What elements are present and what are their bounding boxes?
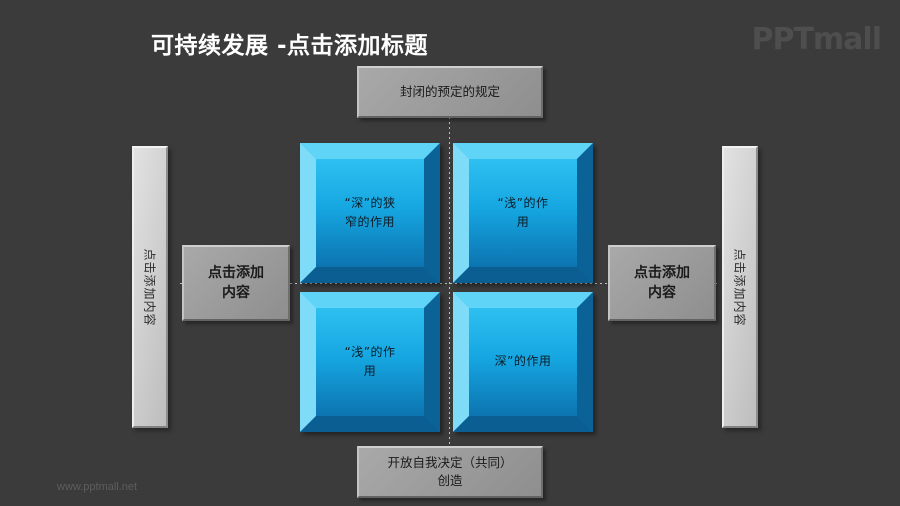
cube-top-edge (453, 292, 593, 308)
cube-edges (300, 292, 440, 432)
cube-right-edge (577, 292, 593, 432)
cube-bottom-edge (300, 267, 440, 283)
cube-bottom-edge (453, 416, 593, 432)
quadrant-bottom-right-label: 深”的作用 (475, 292, 571, 432)
cube-left-edge (300, 143, 316, 283)
cube-bottom-edge (300, 416, 440, 432)
cube-left-edge (453, 143, 469, 283)
quadrant-tl-line2: 窄的作用 (344, 215, 395, 229)
cube-top-edge (300, 143, 440, 159)
cube-face (469, 159, 577, 267)
cube-right-edge (424, 143, 440, 283)
quadrant-br-line1: 深”的作用 (494, 354, 552, 369)
quadrant-top-left-label: “深”的狭 窄的作用 (322, 143, 418, 283)
vertical-divider-line (449, 92, 450, 467)
cube-bottom-edge (453, 267, 593, 283)
quadrant-top-left[interactable]: “深”的狭 窄的作用 (300, 143, 440, 283)
right-content-box[interactable]: 点击添加 内容 (608, 245, 716, 321)
bottom-label-line1: 开放自我决定（共同） (387, 454, 513, 470)
bottom-label-box[interactable]: 开放自我决定（共同） 创造 (357, 446, 543, 498)
left-content-line1: 点击添加 (208, 264, 264, 281)
quadrant-tr-line1: “浅”的作 (497, 195, 549, 210)
quadrant-bl-line1: “浅”的作 (344, 344, 396, 359)
right-content-line1: 点击添加 (634, 264, 690, 281)
quadrant-bl-line2: 用 (363, 364, 377, 378)
cube-top-edge (300, 292, 440, 308)
cube-face (469, 308, 577, 416)
left-vertical-bar-label: 点击添加内容 (142, 247, 157, 327)
quadrant-bottom-right[interactable]: 深”的作用 (453, 292, 593, 432)
page-title: 可持续发展 -点击添加标题 (151, 33, 429, 59)
right-vertical-bar-label: 点击添加内容 (732, 247, 747, 327)
quadrant-tl-line1: “深”的狭 (344, 195, 396, 210)
quadrant-tr-line2: 用 (516, 215, 530, 229)
left-content-line2: 内容 (222, 285, 250, 301)
cube-right-edge (424, 292, 440, 432)
top-label-box[interactable]: 封闭的预定的规定 (357, 66, 543, 118)
cube-edges (453, 292, 593, 432)
cube-face (316, 159, 424, 267)
quadrant-bottom-left[interactable]: “浅”的作 用 (300, 292, 440, 432)
cube-left-edge (453, 292, 469, 432)
brand-logo: PPTmall (751, 22, 882, 57)
left-vertical-bar[interactable]: 点击添加内容 (132, 146, 168, 428)
cube-right-edge (577, 143, 593, 283)
left-content-box[interactable]: 点击添加 内容 (182, 245, 290, 321)
cube-edges (300, 143, 440, 283)
quadrant-top-right[interactable]: “浅”的作 用 (453, 143, 593, 283)
quadrant-top-right-label: “浅”的作 用 (475, 143, 571, 283)
right-content-line2: 内容 (648, 285, 676, 301)
cube-edges (453, 143, 593, 283)
cube-face (316, 308, 424, 416)
top-label-text: 封闭的预定的规定 (399, 83, 500, 99)
quadrant-bottom-left-label: “浅”的作 用 (322, 292, 418, 432)
cube-top-edge (453, 143, 593, 159)
right-vertical-bar[interactable]: 点击添加内容 (722, 146, 758, 428)
watermark-text: www.pptmall.net (57, 481, 138, 493)
horizontal-divider-line (180, 283, 718, 284)
cube-left-edge (300, 292, 316, 432)
bottom-label-line2: 创造 (437, 473, 463, 488)
